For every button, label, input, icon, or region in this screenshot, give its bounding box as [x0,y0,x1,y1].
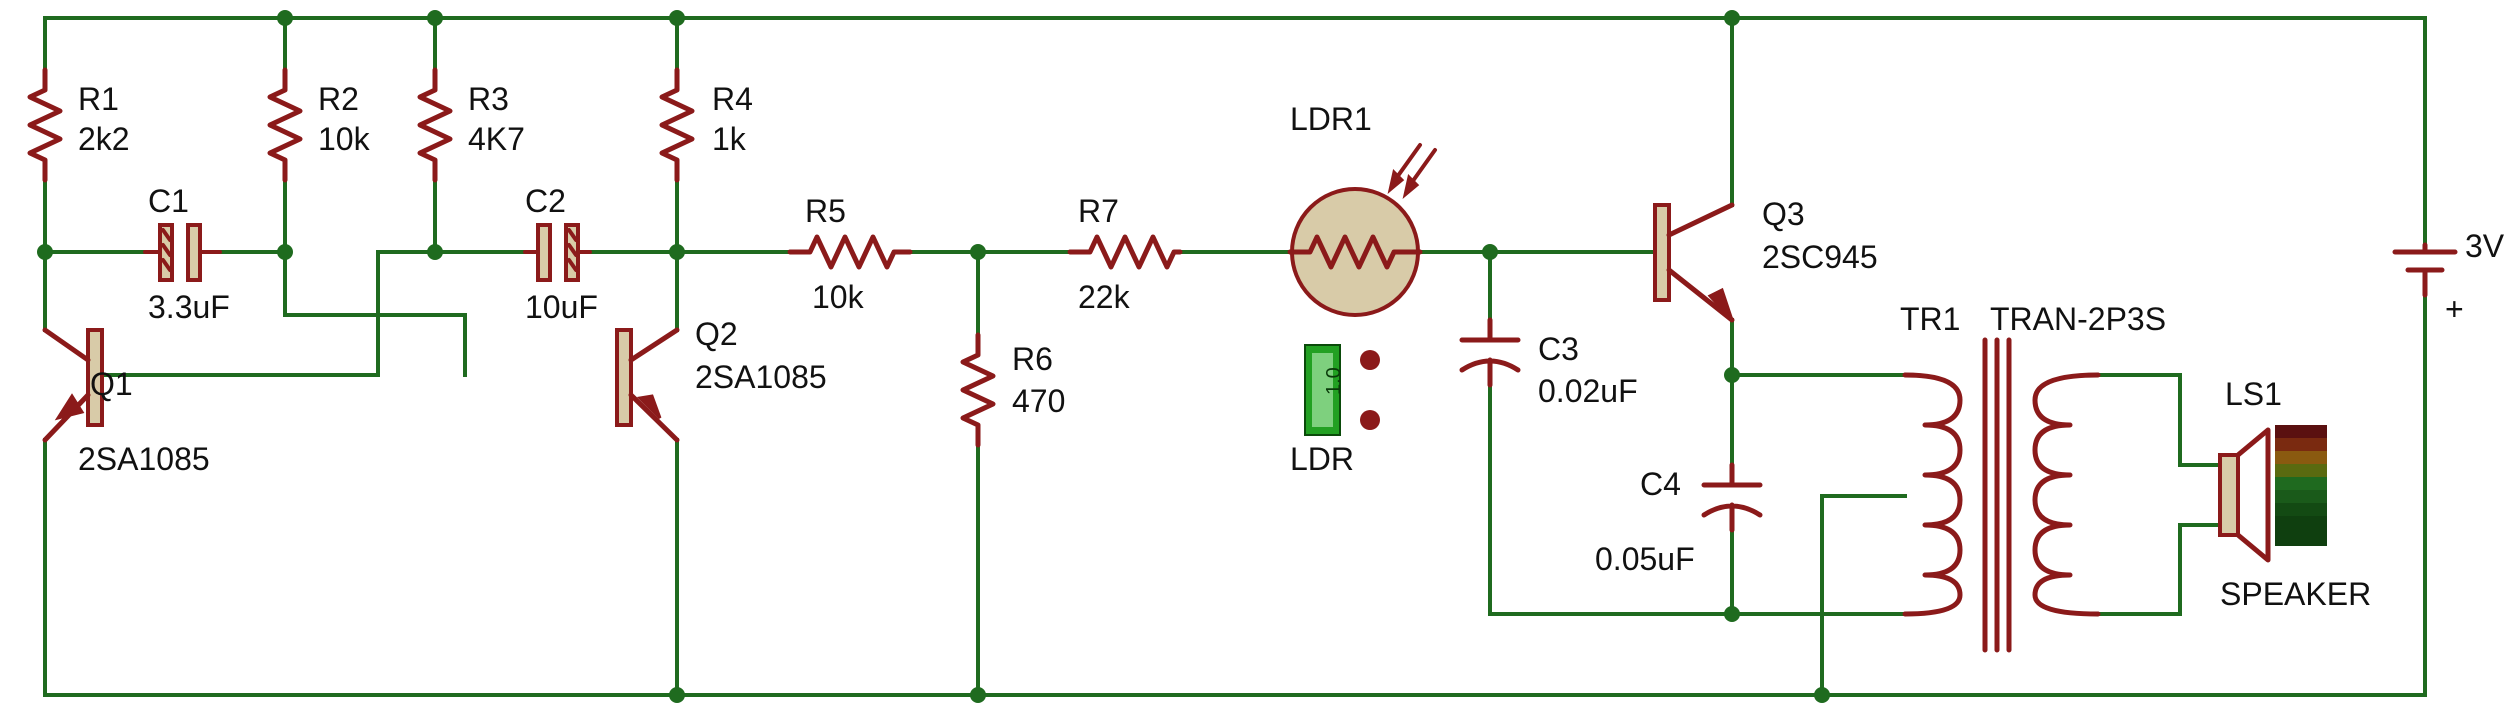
junction-dot [1724,367,1740,383]
c3-value: 0.02uF [1538,373,1638,409]
r2-ref: R2 [318,81,359,117]
c2-value: 10uF [525,289,598,325]
junction-dot [277,244,293,260]
q3-ref: Q3 [1762,196,1805,232]
junction-dot [277,10,293,26]
ldr-chip-label: 1.0 [1323,367,1345,395]
wire-q1-base [98,250,380,377]
q2-ref: Q2 [695,316,738,352]
wire-tr1-secondary-bottom [2096,523,2222,616]
resistor-r2: R2 10k [267,67,371,183]
speaker-ls1: LS1 SPEAKER [2218,376,2371,612]
c4-ref: C4 [1640,466,1681,502]
r2-value: 10k [318,121,371,157]
r6-ref: R6 [1012,341,1053,377]
junction-dot [427,244,443,260]
junction-dot [669,244,685,260]
junction-dot [1482,244,1498,260]
wires [43,16,2427,697]
c1-value: 3.3uF [148,289,230,325]
transformer-tr1: TR1 TRAN-2P3S [1900,301,2166,653]
c1-ref: C1 [148,183,189,219]
r6-value: 470 [1012,383,1065,419]
r5-value: 10k [812,279,865,315]
ldr-pin-dot [1360,350,1380,370]
c2-ref: C2 [525,183,566,219]
transistor-q3: Q3 2SC945 [1653,196,1878,323]
battery-3v: 3V + [2392,228,2505,327]
junction-dot [37,244,53,260]
junction-dot [1814,687,1830,703]
wire-tr1-tap [1820,494,1907,697]
ls1-value: SPEAKER [2220,576,2371,612]
r3-value: 4K7 [468,121,525,157]
q1-value: 2SA1085 [78,441,210,477]
r1-value: 2k2 [78,121,130,157]
resistor-r1: R1 2k2 [27,67,130,183]
junction-dot [970,687,986,703]
r7-value: 22k [1078,279,1131,315]
junction-dot [1724,10,1740,26]
resistor-r7: R7 22k [1067,193,1183,315]
capacitor-c2: C2 10uF [523,183,598,325]
resistor-r5: R5 10k [787,193,913,315]
ldr1-ref: LDR1 [1290,101,1372,137]
junctions [37,10,1830,703]
transistor-q2: Q2 2SA1085 [615,316,827,443]
ldr1-value: LDR [1290,441,1354,477]
junction-dot [970,244,986,260]
q3-value: 2SC945 [1762,239,1878,275]
q2-value: 2SA1085 [695,359,827,395]
ldr-pin-dot [1360,410,1380,430]
ldr-ldr1: LDR1 1.0 LDR [1287,101,1437,477]
wire-c3-col [1488,250,1734,616]
battery-polarity: + [2445,291,2464,327]
r7-ref: R7 [1078,193,1119,229]
c3-ref: C3 [1538,331,1579,367]
tr1-ref: TR1 [1900,301,1960,337]
junction-dot [427,10,443,26]
battery-value: 3V [2465,228,2505,264]
resistor-r3: R3 4K7 [417,67,525,183]
r5-ref: R5 [805,193,846,229]
q1-ref: Q1 [90,366,133,402]
speaker-level-bar [2275,425,2327,546]
capacitor-c4: C4 0.05uF [1595,462,1763,577]
r4-ref: R4 [712,81,753,117]
junction-dot [1724,606,1740,622]
c4-value: 0.05uF [1595,541,1695,577]
resistor-r6: R6 470 [960,332,1065,448]
wire-r2-col [283,16,467,377]
tr1-value: TRAN-2P3S [1990,301,2166,337]
r3-ref: R3 [468,81,509,117]
transistor-q1: Q1 2SA1085 [42,327,210,477]
r1-ref: R1 [78,81,119,117]
r4-value: 1k [712,121,747,157]
wire-tr1-secondary-top [2096,373,2222,467]
junction-dot [669,10,685,26]
capacitor-c1: C1 3.3uF [143,183,230,325]
resistor-r4: R4 1k [659,67,753,183]
capacitor-c3: C3 0.02uF [1459,317,1638,409]
junction-dot [669,687,685,703]
ls1-ref: LS1 [2225,376,2282,412]
